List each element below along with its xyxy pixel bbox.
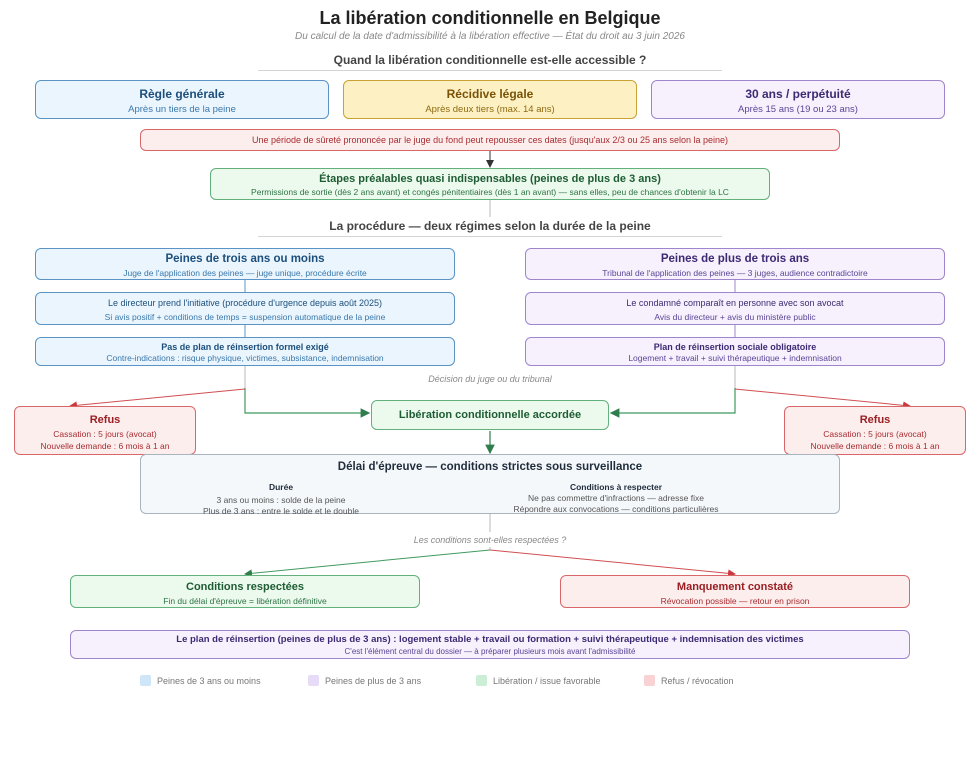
arrow-to-breach [489, 549, 736, 578]
legend-swatch-refus [644, 675, 655, 686]
short-step1-box: Le directeur prend l'initiative (procédu… [35, 292, 455, 325]
respected-sub: Fin du délai d'épreuve = libération défi… [163, 596, 327, 606]
short-head-sub: Juge de l'application des peines — juge … [123, 268, 367, 278]
short-step1-title: Le directeur prend l'initiative (procédu… [107, 298, 383, 308]
legend-label-long: Peines de plus de 3 ans [325, 675, 422, 686]
divider [258, 236, 722, 237]
arrow-long-refus [734, 388, 911, 410]
plan-title: Le plan de réinsertion (peines de plus d… [176, 634, 804, 645]
refus-right-line1: Cassation : 5 jours (avocat) [823, 429, 927, 439]
prealables-sub: Permissions de sortie (dès 2 ans avant) … [251, 187, 729, 197]
respected-box: Conditions respectées Fin du délai d'épr… [70, 575, 420, 608]
long-step1-box: Le condamné comparaît en personne avec s… [525, 292, 945, 325]
long-head-sub: Tribunal de l'application des peines — 3… [602, 268, 868, 278]
refus-left-line1: Cassation : 5 jours (avocat) [53, 429, 157, 439]
long-step1-sub: Avis du directeur + avis du ministère pu… [654, 312, 816, 322]
rule-general-sub: Après un tiers de la peine [128, 104, 236, 115]
rule-recidive-sub: Après deux tiers (max. 14 ans) [425, 104, 555, 115]
page-title: La libération conditionnelle en Belgique [319, 8, 661, 28]
breach-title: Manquement constaté [676, 581, 794, 593]
arrow-short-granted [244, 388, 371, 418]
refus-right-line2: Nouvelle demande : 6 mois à 1 an [810, 441, 940, 451]
divider [258, 70, 722, 71]
legend-item-long: Peines de plus de 3 ans [308, 675, 421, 686]
short-step1-sub: Si avis positif + conditions de temps = … [104, 312, 386, 322]
long-step2-sub: Logement + travail + suivi thérapeutique… [628, 353, 842, 363]
epreuve-conditions-head: Conditions à respecter [569, 482, 663, 492]
surete-text: Une période de sûreté prononcée par le j… [251, 135, 729, 145]
rule-general-box: Règle générale Après un tiers de la pein… [35, 80, 329, 119]
arrow-short-refus [69, 388, 246, 410]
short-head-box: Peines de trois ans ou moins Juge de l'a… [35, 248, 455, 280]
plan-sub: C'est l'élément central du dossier — à p… [344, 647, 636, 656]
legend-item-favorable: Libération / issue favorable [476, 675, 601, 686]
rule-recidive-box: Récidive légale Après deux tiers (max. 1… [343, 80, 637, 119]
respected-title: Conditions respectées [186, 581, 304, 593]
rule-life-sub: Après 15 ans (19 ou 23 ans) [738, 104, 858, 115]
arrow-to-respected [244, 549, 491, 578]
decision-label: Décision du juge ou du tribunal [428, 374, 552, 384]
refus-left-box: Refus Cassation : 5 jours (avocat) Nouve… [14, 406, 196, 455]
legend-item-refus: Refus / révocation [644, 675, 734, 686]
prealables-box: Étapes préalables quasi indispensables (… [210, 168, 770, 200]
refus-right-box: Refus Cassation : 5 jours (avocat) Nouve… [784, 406, 966, 455]
epreuve-duree-head: Durée [268, 482, 294, 492]
long-head-title: Peines de plus de trois ans [660, 253, 810, 265]
epreuve-conditions-line1: Ne pas commettre d'infractions — adresse… [528, 493, 704, 503]
epreuve-duree-line1: 3 ans ou moins : solde de la peine [216, 495, 346, 505]
short-step2-sub: Contre-indications : risque physique, vi… [106, 353, 384, 363]
rule-life-title: 30 ans / perpétuité [745, 87, 851, 101]
epreuve-duree-line2: Plus de 3 ans : entre le solde et le dou… [203, 506, 359, 516]
long-head-box: Peines de plus de trois ans Tribunal de … [525, 248, 945, 280]
long-step2-box: Plan de réinsertion sociale obligatoire … [525, 337, 945, 366]
rule-recidive-title: Récidive légale [446, 87, 534, 101]
epreuve-box: Délai d'épreuve — conditions strictes so… [140, 454, 840, 516]
arrow-long-granted [609, 388, 736, 418]
legend-swatch-short [140, 675, 151, 686]
short-head-title: Peines de trois ans ou moins [165, 253, 325, 265]
rule-life-box: 30 ans / perpétuité Après 15 ans (19 ou … [651, 80, 945, 119]
granted-box: Libération conditionnelle accordée [371, 400, 609, 430]
short-step2-box: Pas de plan de réinsertion formel exigé … [35, 337, 455, 366]
short-step2-title: Pas de plan de réinsertion formel exigé [161, 342, 329, 352]
legend-swatch-long [308, 675, 319, 686]
breach-box: Manquement constaté Révocation possible … [560, 575, 910, 608]
refus-left-title: Refus [89, 414, 121, 426]
epreuve-title: Délai d'épreuve — conditions strictes so… [337, 461, 643, 473]
legend-label-refus: Refus / révocation [661, 675, 734, 686]
surete-box: Une période de sûreté prononcée par le j… [140, 129, 840, 151]
section-procedure-heading: La procédure — deux régimes selon la dur… [329, 219, 651, 233]
legend-swatch-favorable [476, 675, 487, 686]
legend-item-short: Peines de 3 ans ou moins [140, 675, 261, 686]
refus-left-line2: Nouvelle demande : 6 mois à 1 an [40, 441, 170, 451]
rule-general-title: Règle générale [139, 87, 225, 101]
long-step2-title: Plan de réinsertion sociale obligatoire [653, 342, 817, 352]
legend-label-favorable: Libération / issue favorable [493, 675, 601, 686]
plan-box: Le plan de réinsertion (peines de plus d… [70, 630, 910, 659]
epreuve-conditions: Conditions à respecter Ne pas commettre … [506, 482, 726, 514]
question-label: Les conditions sont-elles respectées ? [413, 535, 567, 545]
prealables-title: Étapes préalables quasi indispensables (… [319, 173, 661, 185]
long-step1-title: Le condamné comparaît en personne avec s… [626, 298, 844, 308]
page-subtitle: Du calcul de la date d'admissibilité à l… [295, 31, 685, 42]
epreuve-conditions-line2: Répondre aux convocations — conditions p… [513, 504, 719, 514]
granted-title: Libération conditionnelle accordée [398, 409, 582, 421]
section-access-heading: Quand la libération conditionnelle est-e… [333, 53, 647, 67]
epreuve-duree: Durée 3 ans ou moins : solde de la peine… [181, 482, 381, 516]
legend-label-short: Peines de 3 ans ou moins [157, 675, 261, 686]
breach-sub: Révocation possible — retour en prison [660, 596, 810, 606]
refus-right-title: Refus [859, 414, 891, 426]
